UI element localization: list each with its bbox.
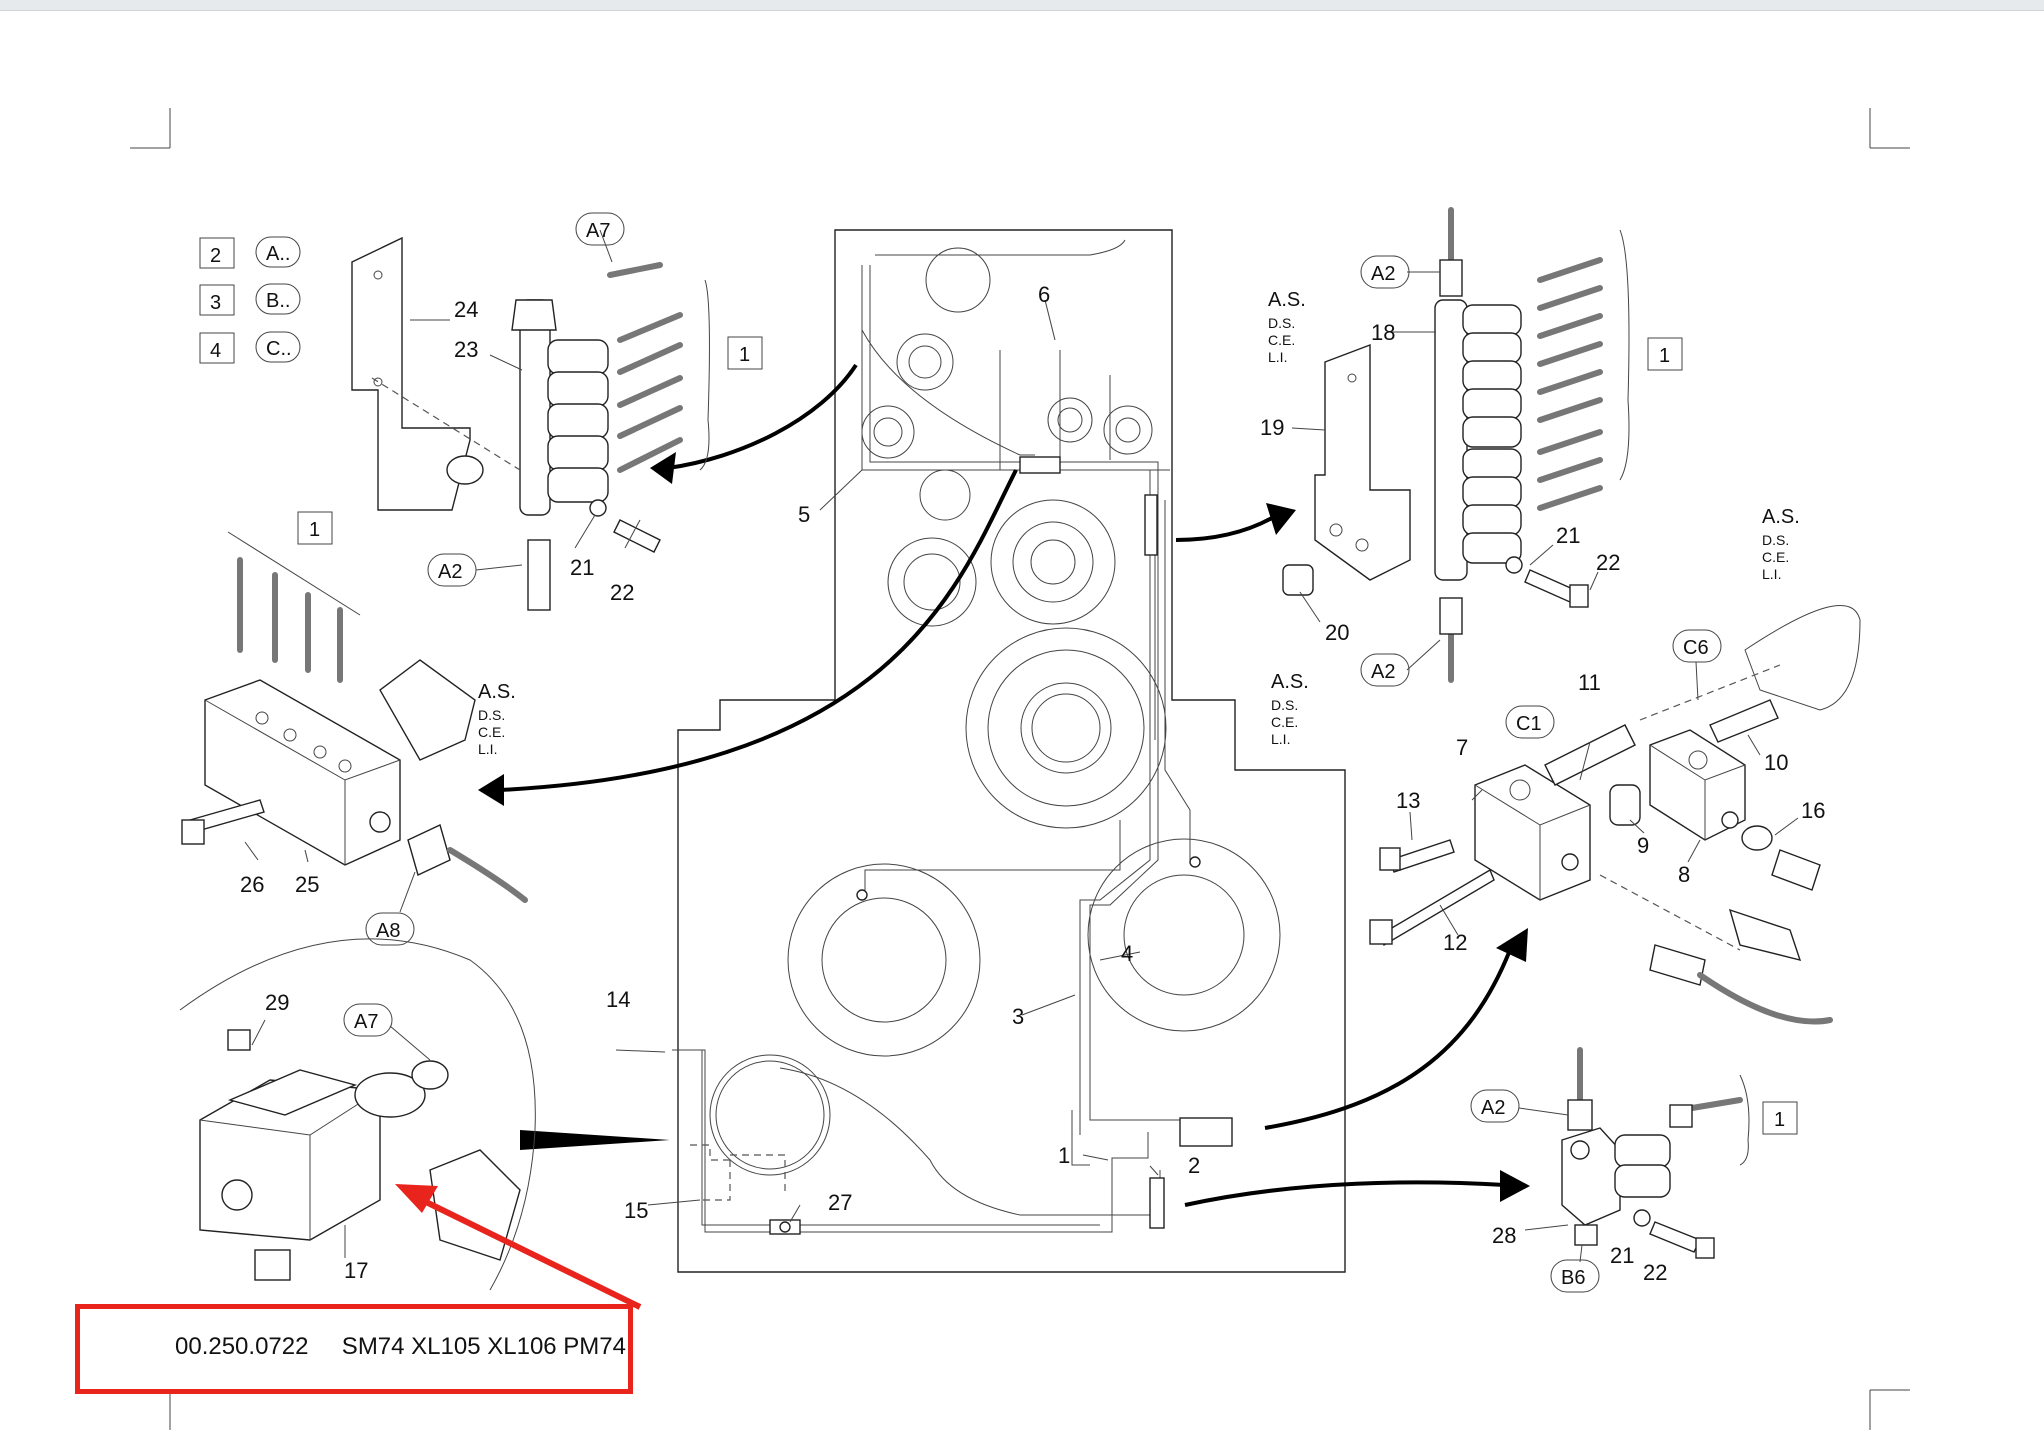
callout-29: 29	[265, 990, 289, 1015]
callout-17: 17	[344, 1258, 368, 1283]
callout-27: 27	[828, 1190, 852, 1215]
callout-22-right: 22	[1596, 550, 1620, 575]
ref-a2-left: A2	[438, 561, 462, 583]
oval-refs	[343, 212, 1722, 1293]
svg-text:A.S.: A.S.	[1268, 289, 1306, 311]
callout-20: 20	[1325, 620, 1349, 645]
callout-25: 25	[295, 872, 319, 897]
svg-text:L.I.: L.I.	[1268, 349, 1287, 365]
ref-c1: C1	[1516, 713, 1542, 735]
callout-12: 12	[1443, 930, 1467, 955]
part-number-text: 00.250.0722 SM74 XL105 XL106 PM74	[175, 1333, 626, 1360]
svg-text:A.S.: A.S.	[1271, 671, 1309, 693]
arrow-wedge-solenoid	[520, 1130, 670, 1150]
callout-1-box-a: 1	[739, 344, 750, 366]
arrow-head-right	[1266, 503, 1296, 535]
callout-22-left: 22	[610, 580, 634, 605]
callout-22-tee: 22	[1643, 1260, 1667, 1285]
callout-6: 6	[1038, 282, 1050, 307]
legend-key-3: 3	[210, 292, 221, 314]
leader-arrows	[478, 363, 1530, 1207]
callout-13: 13	[1396, 788, 1420, 813]
callout-1-box-b: 1	[309, 519, 320, 541]
distributor-upper-right	[1282, 207, 1630, 683]
svg-text:L.I.: L.I.	[1271, 731, 1290, 747]
callout-leaders	[244, 229, 1799, 1263]
valve-assembly-right	[1369, 605, 1861, 1025]
machine-frame	[672, 229, 1346, 1273]
callout-4: 4	[1121, 941, 1133, 966]
ref-a8: A8	[376, 920, 400, 942]
callout-5: 5	[798, 502, 810, 527]
part-number-note: 00.250.0722 SM74 XL105 XL106 PM74	[75, 1304, 633, 1394]
ref-a7-solenoid: A7	[354, 1011, 378, 1033]
callout-21-left: 21	[570, 555, 594, 580]
callout-14: 14	[606, 987, 630, 1012]
callout-1-box-c: 1	[1659, 345, 1670, 367]
svg-text:L.I.: L.I.	[478, 741, 497, 757]
side-label-center: A.S. D.S. C.E. L.I.	[1271, 671, 1309, 747]
callout-18: 18	[1371, 320, 1395, 345]
arrow-head-left	[478, 774, 504, 806]
arrow-head-bottom-right	[1500, 1170, 1530, 1202]
svg-text:C.E.: C.E.	[1762, 549, 1789, 565]
side-label-far-right: A.S. D.S. C.E. L.I.	[1762, 506, 1800, 582]
legend-ref-c: C..	[266, 338, 292, 360]
solenoid-assembly	[179, 938, 536, 1291]
legend-ref-a: A..	[266, 243, 290, 265]
legend-ref-b: B..	[266, 290, 290, 312]
callout-3: 3	[1012, 1004, 1024, 1029]
svg-text:A.S.: A.S.	[1762, 506, 1800, 528]
legend-keys	[199, 236, 301, 364]
ref-a2-right-top: A2	[1371, 263, 1395, 285]
callout-16: 16	[1801, 798, 1825, 823]
ref-a7-top: A7	[586, 220, 610, 242]
svg-text:C.E.: C.E.	[1268, 332, 1295, 348]
side-label-upper-right: A.S. D.S. C.E. L.I.	[1268, 289, 1306, 365]
callout-28: 28	[1492, 1223, 1516, 1248]
legend-key-4: 4	[210, 340, 221, 362]
callout-11: 11	[1578, 670, 1601, 695]
callout-21-right: 21	[1556, 523, 1580, 548]
legend-key-2: 2	[210, 245, 221, 267]
svg-text:L.I.: L.I.	[1762, 566, 1781, 582]
callout-23: 23	[454, 337, 478, 362]
svg-text:C.E.: C.E.	[1271, 714, 1298, 730]
ref-a2-tee: A2	[1481, 1097, 1505, 1119]
tee-fitting-lower-right	[1561, 1047, 1750, 1259]
svg-text:D.S.: D.S.	[1762, 532, 1789, 548]
arrow-head-lower-right	[1496, 928, 1528, 962]
callout-7: 7	[1456, 735, 1468, 760]
viewer-top-bar	[0, 0, 2044, 11]
callout-2: 2	[1188, 1153, 1200, 1178]
callout-21-tee: 21	[1610, 1243, 1634, 1268]
callout-9: 9	[1637, 833, 1649, 858]
svg-text:D.S.: D.S.	[1268, 315, 1295, 331]
highlight-arrow	[395, 1184, 642, 1310]
distributor-block-left	[181, 531, 528, 903]
callout-15: 15	[624, 1198, 648, 1223]
callout-26: 26	[240, 872, 264, 897]
callout-8: 8	[1678, 862, 1690, 887]
ref-a2-right-bottom: A2	[1371, 661, 1395, 683]
callout-24: 24	[454, 297, 478, 322]
callout-1: 1	[1058, 1143, 1070, 1168]
ref-c6: C6	[1683, 637, 1709, 659]
callout-10: 10	[1764, 750, 1788, 775]
svg-text:D.S.: D.S.	[478, 707, 505, 723]
boxed-callouts	[297, 336, 1798, 1135]
svg-text:A.S.: A.S.	[478, 681, 516, 703]
callout-1-box-d: 1	[1774, 1109, 1785, 1131]
ref-b6: B6	[1561, 1267, 1585, 1289]
side-label-left: A.S. D.S. C.E. L.I.	[478, 681, 516, 757]
callout-19: 19	[1260, 415, 1284, 440]
svg-text:C.E.: C.E.	[478, 724, 505, 740]
svg-text:D.S.: D.S.	[1271, 697, 1298, 713]
arrow-head-upper-left	[650, 452, 676, 484]
distributor-upper-left	[351, 236, 710, 611]
